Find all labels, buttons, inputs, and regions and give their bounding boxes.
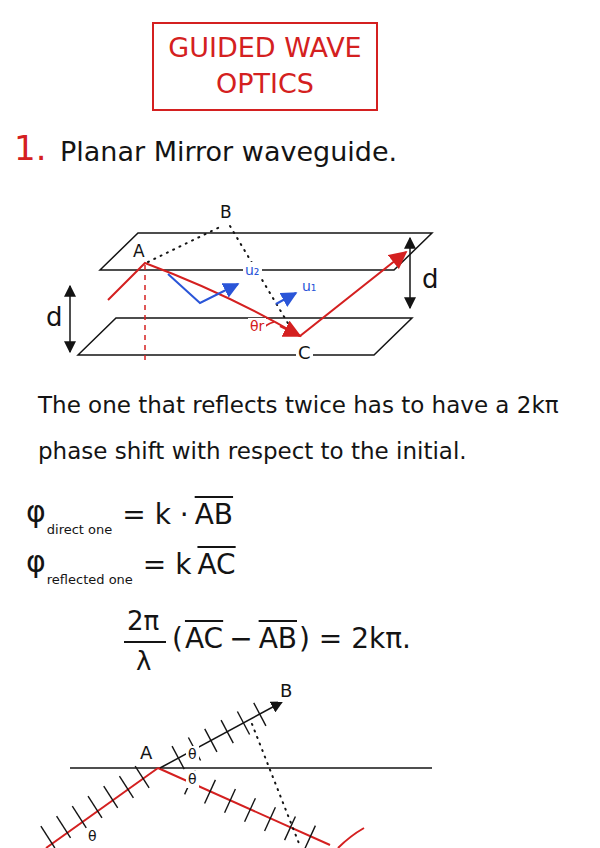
bottom-mirror [78,318,412,355]
point-label: C [296,342,313,364]
equation-subscript: direct one [47,522,113,538]
wavefront-hatch [237,712,249,735]
point-label: B [278,680,294,702]
wavefront-line [252,724,300,846]
wavefront-hatch [245,798,256,822]
wavefront-hatch [265,807,276,831]
ray-path [338,828,364,848]
angle-label: θ [186,771,199,788]
fraction-denominator: λ [136,646,151,677]
title-box: GUIDED WAVE OPTICS [152,22,378,111]
segment-label: AC [197,548,235,582]
note-text: The one that reflects twice has to have … [38,382,578,474]
wavefront-hatch [172,746,184,769]
equation-subscript: reflected one [47,572,133,588]
equation-symbol: φ [26,544,46,580]
vector-label: u₁ [300,278,319,295]
wavefront-hatch [285,816,296,840]
incident-ray [46,768,158,848]
dimension-arrow [69,286,71,352]
segment-label: AB [195,498,233,532]
point-label: A [138,742,154,764]
wavefront-line [148,226,222,262]
equation-term: − [229,622,252,656]
wavefront-hatch [119,776,133,798]
angle-label: θr [248,318,266,335]
vector-label: u₂ [243,262,262,279]
wavefront-hatch [57,816,71,838]
equation-term: ( [172,622,183,656]
wavefront-hatch [104,786,118,808]
wavefront-hatch [254,703,266,726]
ray-path [108,252,406,336]
wave-vector-u2 [168,274,238,303]
equation-term: = k [143,548,192,582]
page-title: GUIDED WAVE OPTICS [162,30,368,103]
segment-label: AB [259,622,297,656]
wavefront-hatch [221,720,233,743]
wavefront-hatch [41,826,55,848]
fraction-bar [124,641,166,643]
wavefront-hatch [88,796,102,818]
segment-label: AC [185,622,223,656]
equation-term: = k · [122,498,188,532]
normal-line [144,265,146,362]
point-label: B [218,202,234,222]
wavefront-hatch [205,780,216,804]
fraction-numerator: 2π [127,606,159,637]
wave-vector-u1 [276,293,296,304]
mirror-surface [70,767,432,769]
dimension-arrow [409,238,411,308]
wavefront-hatch [205,729,217,752]
angle-label: θ [86,828,99,845]
dimension-label: d [422,264,439,295]
angle-label: θ [186,746,199,763]
ray-arrow [280,326,300,336]
refracted-ray [158,768,330,845]
wavefront-hatch [225,789,236,813]
wavefront-hatch [72,806,86,828]
equation-term: ) = 2kπ. [299,622,411,656]
equation-symbol: φ [26,494,46,530]
wavefront-hatch [135,766,149,788]
point-label: A [131,241,147,261]
dimension-label: d [46,302,63,333]
section-heading: Planar Mirror waveguide. [60,136,397,168]
wavefront-hatch [305,826,316,848]
section-number: 1. [14,128,46,169]
